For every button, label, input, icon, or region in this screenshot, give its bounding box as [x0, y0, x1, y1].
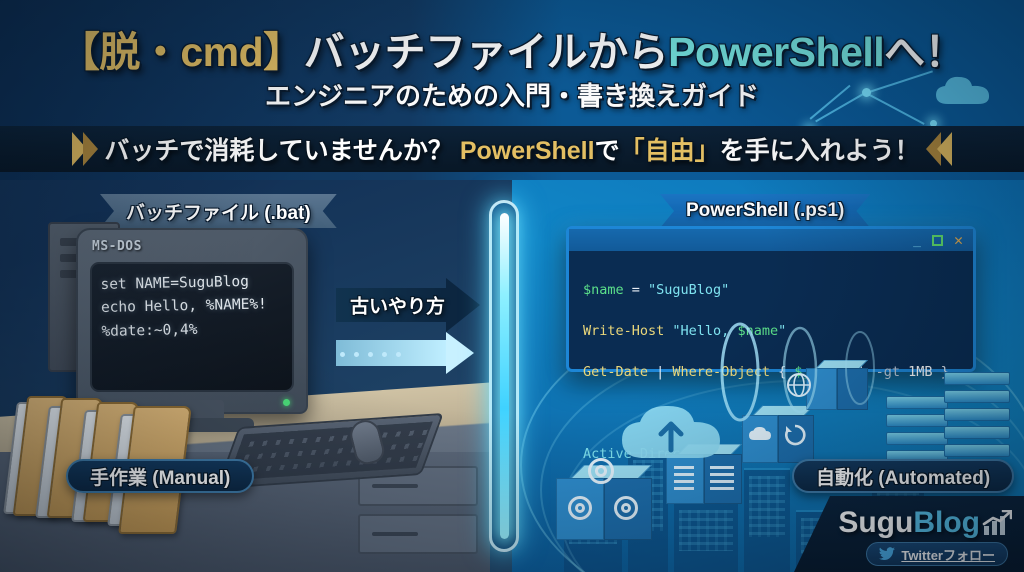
title-segment-gold: 【脱・cmd】	[58, 29, 304, 75]
title-segment-cyan: PowerShell	[668, 29, 885, 75]
close-icon[interactable]: ✕	[953, 230, 963, 249]
glowing-divider-tube	[489, 200, 519, 552]
title-segment-tail: へ！	[884, 29, 966, 75]
batch-code-line: %date:~0,4%	[101, 321, 198, 340]
arrow-trail-dots	[340, 352, 401, 357]
ps-code-line-1: $name = "SuguBlog"	[583, 281, 730, 298]
tagline-seg-5: を手に入れよう！	[719, 137, 920, 165]
server-stack-icon	[944, 372, 1010, 462]
chevron-right-icon	[72, 132, 99, 166]
cloud-upload-icon	[616, 400, 726, 467]
page-title: 【脱・cmd】バッチファイルからPowerShellへ！	[0, 18, 1024, 78]
growth-chart-icon	[982, 510, 1012, 535]
powershell-title-bar: _ ✕	[569, 229, 973, 251]
powershell-window[interactable]: _ ✕ $name = "SuguBlog" Write-Host "Hello…	[566, 226, 976, 503]
maximize-icon[interactable]	[931, 234, 943, 246]
power-led-icon	[283, 399, 290, 406]
ms-dos-window-label: MS-DOS	[92, 239, 142, 254]
tagline-band: バッチで消耗していませんか？ PowerShellで「自由」を手に入れよう！	[0, 126, 1024, 172]
data-tunnel-decor	[720, 322, 875, 422]
automated-status-badge: 自動化 (Automated)	[792, 459, 1015, 493]
cloud-sync-cube-icon	[741, 396, 815, 468]
chevron-left-icon	[925, 132, 952, 166]
brand-name-part2: Blog	[913, 506, 980, 539]
tagline-text: バッチで消耗していませんか？ PowerShellで「自由」を手に入れよう！	[104, 131, 919, 167]
twitter-follow-label: Twitterフォロー	[901, 547, 995, 563]
batch-code-line: echo Hello, %NAME%!	[100, 296, 268, 317]
cloud-icon	[936, 76, 990, 104]
tagline-seg-freedom: 「自由」	[619, 137, 720, 165]
tagline-seg-1: バッチで消耗していませんか？	[104, 137, 460, 165]
brand-logo[interactable]: SuguBlog	[838, 506, 1012, 540]
page-subtitle: エンジニアのための入門・書き換えガイド	[264, 81, 759, 111]
globe-icon	[787, 373, 811, 397]
old-way-arrow-label: 古いやり方	[350, 296, 446, 318]
tagline-seg-3: で	[594, 137, 620, 165]
desk-drawer	[358, 514, 478, 554]
twitter-follow-button[interactable]: Twitterフォロー	[866, 542, 1008, 566]
manual-status-badge: 手作業 (Manual)	[66, 459, 255, 493]
twitter-bird-icon	[879, 547, 896, 561]
globe-network-cube-icon	[806, 352, 868, 414]
gear-cube-icon	[556, 452, 652, 548]
old-way-arrow: 古いやり方	[336, 278, 480, 332]
batch-file-ribbon-label: バッチファイル (.bat)	[100, 194, 337, 228]
powershell-ribbon-label: PowerShell (.ps1)	[660, 194, 870, 228]
minimize-icon[interactable]: _	[913, 232, 921, 248]
server-database-cube-icon	[666, 434, 742, 510]
brand-name-part1: Sugu	[838, 506, 914, 539]
tagline-seg-powershell: PowerShell	[459, 137, 595, 165]
title-segment-white: バッチファイルから	[303, 29, 669, 75]
